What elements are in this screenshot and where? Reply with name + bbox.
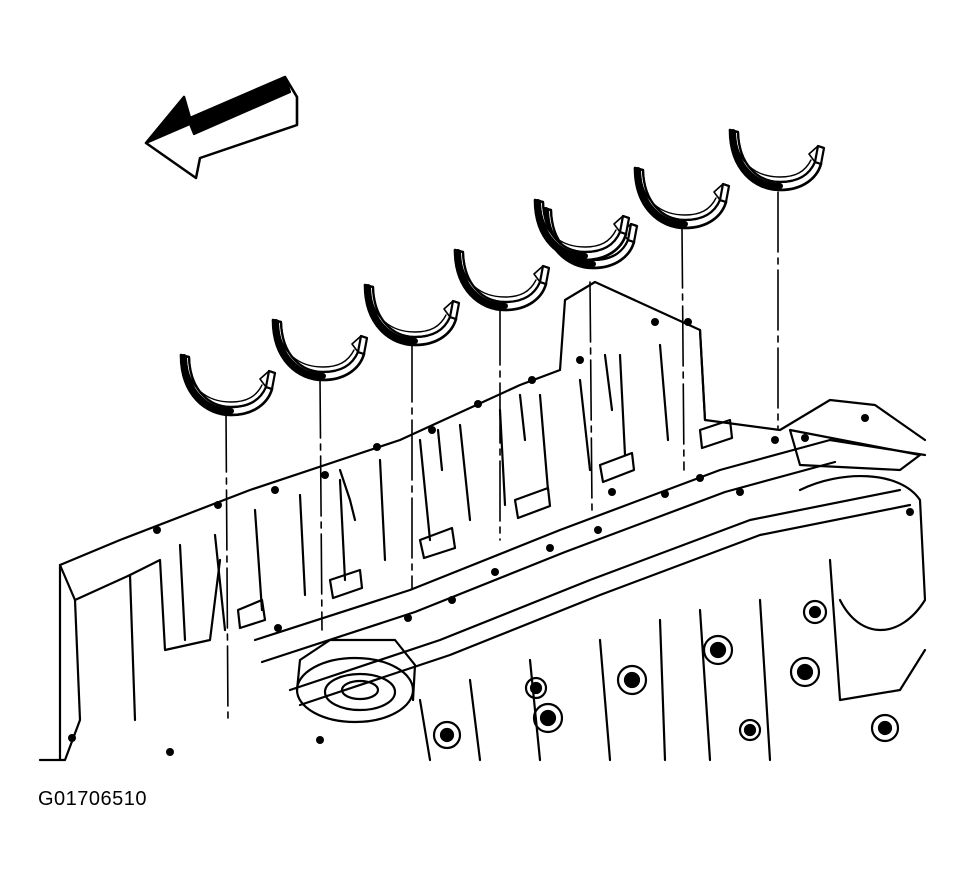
bearing-shells xyxy=(181,130,824,415)
engine-block xyxy=(38,280,927,762)
bearing-shell-1 xyxy=(181,355,275,415)
alignment-leaders xyxy=(225,191,779,723)
bearing-shell-5 xyxy=(535,200,637,268)
bearing-shell-3 xyxy=(365,285,459,345)
direction-arrow-icon xyxy=(144,75,299,180)
bearing-shell-2 xyxy=(273,320,367,380)
bearing-shell-6 xyxy=(635,168,729,228)
bearing-shell-4 xyxy=(455,250,549,310)
figure-caption: G01706510 xyxy=(38,788,148,810)
bearing-shell-7 xyxy=(730,130,824,190)
